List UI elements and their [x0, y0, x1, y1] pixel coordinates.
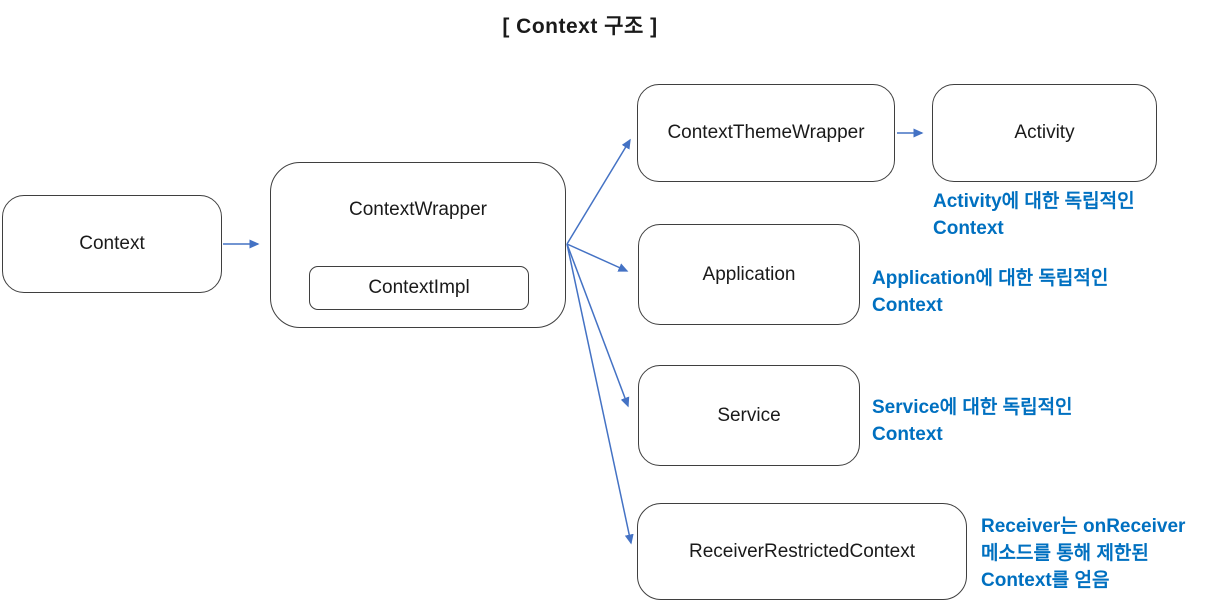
- annotation-service-line2: Context: [872, 424, 943, 445]
- arrow-contextwrapper-to-application: [566, 243, 629, 272]
- node-receiver-restricted-context: ReceiverRestrictedContext: [637, 503, 967, 600]
- node-context-wrapper: ContextWrapper ContextImpl: [270, 162, 566, 328]
- node-application: Application: [638, 224, 860, 325]
- node-context-impl-label: ContextImpl: [368, 277, 470, 298]
- annotation-activity-line2: Context: [933, 218, 1004, 239]
- arrow-contextwrapper-to-contextthemewrapper: [566, 138, 631, 245]
- node-context-impl: ContextImpl: [309, 266, 529, 310]
- node-context-label: Context: [79, 233, 145, 254]
- arrow-contextwrapper-to-service: [566, 243, 630, 408]
- node-activity-label: Activity: [1014, 122, 1075, 143]
- annotation-application: Application에 대한 독립적인 Context: [872, 265, 1108, 319]
- annotation-receiver-line1: Receiver는 onReceiver: [981, 516, 1186, 537]
- annotation-activity-line1: Activity에 대한 독립적인: [933, 191, 1135, 212]
- node-service-label: Service: [717, 404, 781, 426]
- annotation-application-line2: Context: [872, 295, 943, 316]
- node-context-wrapper-label: ContextWrapper: [349, 199, 487, 220]
- annotation-receiver-line3: Context를 얻음: [981, 570, 1110, 591]
- annotation-application-line1: Application에 대한 독립적인: [872, 268, 1109, 289]
- node-application-label: Application: [702, 263, 796, 285]
- node-activity: Activity: [932, 84, 1157, 182]
- annotation-receiver-line2: 메소드를 통해 제한된: [981, 543, 1149, 564]
- node-service: Service: [638, 365, 860, 466]
- diagram-title: [ Context 구조 ]: [502, 15, 658, 38]
- node-context-theme-wrapper: ContextThemeWrapper: [637, 84, 895, 182]
- arrow-contextwrapper-to-receiverrestrictedcontext: [566, 243, 634, 545]
- annotation-service: Service에 대한 독립적인 Context: [872, 394, 1073, 448]
- annotation-receiver: Receiver는 onReceiver 메소드를 통해 제한된 Context…: [981, 513, 1185, 594]
- annotation-activity: Activity에 대한 독립적인 Context: [933, 188, 1135, 242]
- node-context-theme-wrapper-label: ContextThemeWrapper: [667, 122, 865, 143]
- node-receiver-restricted-context-label: ReceiverRestrictedContext: [689, 540, 915, 562]
- annotation-service-line1: Service에 대한 독립적인: [872, 397, 1073, 418]
- node-context: Context: [2, 195, 222, 293]
